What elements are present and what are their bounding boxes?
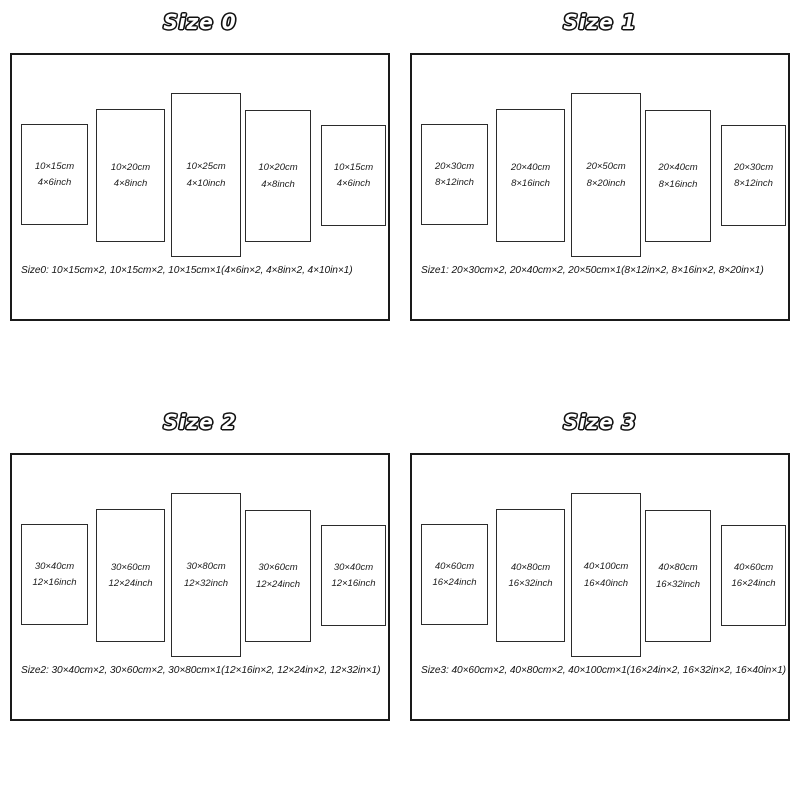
canvas-rect: 10×20cm 4×8inch <box>96 109 165 242</box>
panel-frame-size-1: 20×30cm 8×12inch 20×40cm 8×16inch 20×50c… <box>410 53 790 321</box>
canvas-rect: 20×30cm 8×12inch <box>721 125 786 226</box>
canvas-size-cm: 10×15cm <box>333 161 374 173</box>
size-panel-3: Size 3 40×60cm 16×24inch 40×80cm 16×32in… <box>400 400 800 800</box>
canvas-size-inch: 12×16inch <box>32 577 77 588</box>
panel-title-size-1: Size 1 <box>563 9 637 35</box>
canvas-size-inch: 16×32inch <box>508 578 553 589</box>
canvas-rect: 10×20cm 4×8inch <box>245 110 311 242</box>
canvas-rect-row: 30×40cm 12×16inch 30×60cm 12×24inch 30×8… <box>12 455 388 719</box>
canvas-rect: 40×80cm 16×32inch <box>645 510 711 642</box>
canvas-rect: 40×60cm 16×24inch <box>421 524 488 625</box>
canvas-size-inch: 4×6inch <box>336 178 371 189</box>
panel-frame-size-2: 30×40cm 12×16inch 30×60cm 12×24inch 30×8… <box>10 453 390 721</box>
canvas-size-inch: 4×8inch <box>113 178 148 189</box>
canvas-rect: 40×60cm 16×24inch <box>721 525 786 626</box>
canvas-size-inch: 12×32inch <box>183 577 229 589</box>
canvas-rect: 30×60cm 12×24inch <box>245 510 311 642</box>
canvas-size-cm: 10×15cm <box>34 160 75 172</box>
canvas-rect: 40×100cm 16×40inch <box>571 493 641 657</box>
canvas-size-inch: 16×24inch <box>731 578 776 589</box>
canvas-rect-row: 40×60cm 16×24inch 40×80cm 16×32inch 40×1… <box>412 455 788 719</box>
canvas-rect: 30×40cm 12×16inch <box>321 525 386 626</box>
panel-frame-size-3: 40×60cm 16×24inch 40×80cm 16×32inch 40×1… <box>410 453 790 721</box>
canvas-rect: 10×15cm 4×6inch <box>21 124 88 225</box>
canvas-size-cm: 40×80cm <box>658 562 698 573</box>
canvas-size-cm: 30×40cm <box>34 560 75 572</box>
canvas-size-inch: 16×40inch <box>583 577 629 589</box>
panel-caption-size-0: Size0: 10×15cm×2, 10×15cm×2, 10×15cm×1(4… <box>21 265 353 276</box>
canvas-size-inch: 4×6inch <box>37 177 72 188</box>
canvas-rect-row: 20×30cm 8×12inch 20×40cm 8×16inch 20×50c… <box>412 55 788 319</box>
panel-caption-size-2: Size2: 30×40cm×2, 30×60cm×2, 30×80cm×1(1… <box>21 665 381 676</box>
canvas-size-inch: 12×24inch <box>255 578 301 590</box>
canvas-size-inch: 8×16inch <box>658 178 698 190</box>
size-panel-0: Size 0 10×15cm 4×6inch 10×20cm 4×8inch 1… <box>0 0 400 400</box>
canvas-rect: 30×60cm 12×24inch <box>96 509 165 642</box>
panel-caption-size-1: Size1: 20×30cm×2, 20×40cm×2, 20×50cm×1(8… <box>421 265 764 276</box>
canvas-size-cm: 30×60cm <box>258 562 298 573</box>
canvas-size-cm: 40×60cm <box>733 561 774 573</box>
canvas-size-cm: 40×100cm <box>583 561 629 572</box>
canvas-size-inch: 8×20inch <box>586 177 626 189</box>
canvas-size-inch: 12×16inch <box>331 578 376 589</box>
canvas-size-inch: 4×10inch <box>186 177 226 189</box>
canvas-rect: 30×80cm 12×32inch <box>171 493 241 657</box>
panel-title-size-2: Size 2 <box>163 409 237 435</box>
size-panel-1: Size 1 20×30cm 8×12inch 20×40cm 8×16inch… <box>400 0 800 400</box>
canvas-rect: 20×40cm 8×16inch <box>645 110 711 242</box>
canvas-size-cm: 20×30cm <box>434 160 475 172</box>
canvas-size-inch: 12×24inch <box>108 578 153 589</box>
canvas-size-inch: 16×24inch <box>432 577 477 588</box>
canvas-size-cm: 30×40cm <box>333 561 374 573</box>
panel-caption-size-3: Size3: 40×60cm×2, 40×80cm×2, 40×100cm×1(… <box>421 665 786 676</box>
size-panel-2: Size 2 30×40cm 12×16inch 30×60cm 12×24in… <box>0 400 400 800</box>
panel-title-size-3: Size 3 <box>563 409 637 435</box>
panel-title-size-0: Size 0 <box>163 9 237 35</box>
canvas-size-inch: 8×12inch <box>734 178 773 189</box>
canvas-size-cm: 10×25cm <box>186 161 226 172</box>
canvas-rect: 30×40cm 12×16inch <box>21 524 88 625</box>
canvas-size-inch: 8×16inch <box>511 178 550 189</box>
canvas-rect-row: 10×15cm 4×6inch 10×20cm 4×8inch 10×25cm … <box>12 55 388 319</box>
canvas-rect: 10×15cm 4×6inch <box>321 125 386 226</box>
canvas-size-cm: 10×20cm <box>110 161 151 173</box>
canvas-rect: 20×40cm 8×16inch <box>496 109 565 242</box>
canvas-rect: 40×80cm 16×32inch <box>496 509 565 642</box>
canvas-size-cm: 20×40cm <box>658 162 698 173</box>
canvas-size-cm: 20×30cm <box>733 161 774 173</box>
panel-frame-size-0: 10×15cm 4×6inch 10×20cm 4×8inch 10×25cm … <box>10 53 390 321</box>
canvas-rect: 20×30cm 8×12inch <box>421 124 488 225</box>
canvas-rect: 10×25cm 4×10inch <box>171 93 241 257</box>
canvas-rect: 20×50cm 8×20inch <box>571 93 641 257</box>
canvas-size-cm: 20×50cm <box>586 161 626 172</box>
canvas-size-cm: 30×80cm <box>186 561 226 572</box>
canvas-size-inch: 4×8inch <box>261 178 295 190</box>
canvas-size-cm: 10×20cm <box>258 162 298 173</box>
canvas-size-cm: 30×60cm <box>110 561 151 573</box>
canvas-size-cm: 40×80cm <box>510 561 551 573</box>
canvas-size-cm: 40×60cm <box>434 560 475 572</box>
canvas-size-cm: 20×40cm <box>510 161 551 173</box>
canvas-size-inch: 16×32inch <box>655 578 701 590</box>
canvas-size-inch: 8×12inch <box>435 177 474 188</box>
